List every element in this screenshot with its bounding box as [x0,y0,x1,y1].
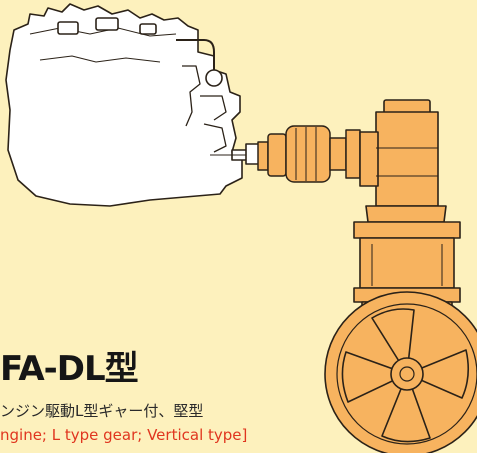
model-subtitle-english: ngine; L type gear; Vertical type] [0,426,248,444]
engine-drawing [5,3,261,207]
l-type-gear-drawing [359,99,447,223]
coupling-drawing [257,125,361,183]
propeller-drawing [324,291,477,453]
model-subtitle-japanese: ンジン駆動L型ギャー付、堅型 [0,402,204,420]
model-title: FA-DL型 [0,349,139,389]
